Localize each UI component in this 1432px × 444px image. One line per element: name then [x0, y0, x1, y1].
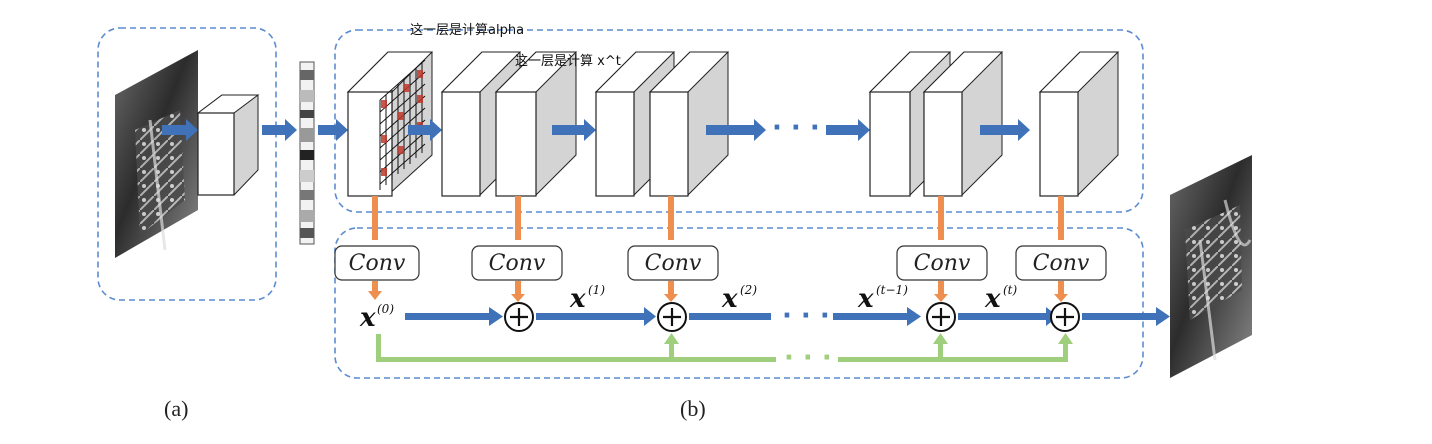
arrow-grid-to-layer1: [408, 119, 442, 141]
ellipsis-skip: · · ·: [784, 343, 832, 373]
orange-arrows-to-conv: [372, 196, 1064, 240]
input-image: [115, 50, 198, 258]
orange-arrows-from-conv: [368, 281, 1068, 302]
arrow-layer2-out: [706, 119, 766, 141]
region-a-box: [97, 27, 277, 301]
feature-extractor-cube: [196, 94, 260, 196]
arrow-input-to-cube: [162, 119, 198, 141]
plus-icon-4: [1050, 302, 1080, 332]
conv-box-1: Conv: [334, 245, 420, 281]
x-label-t: x: [984, 284, 1001, 314]
plus-icon-2: [657, 302, 687, 332]
final-block: [1038, 51, 1120, 197]
conv-box-2: Conv: [471, 245, 563, 281]
ellipsis-flow: · · ·: [782, 301, 830, 331]
x-label-2: x: [721, 284, 738, 314]
layer-pair-2: [594, 51, 730, 197]
x-sup-0: (0): [377, 302, 394, 316]
conv-box-3: Conv: [627, 245, 719, 281]
x-label-t-1: x: [857, 284, 874, 314]
layer-pair-1: [440, 51, 578, 197]
conv-box-4: Conv: [896, 245, 988, 281]
plus-icon-3: [926, 302, 956, 332]
feature-vector: [299, 61, 315, 245]
layer-pair-t: [868, 51, 1004, 197]
conv-label-2: Conv: [489, 251, 546, 276]
arrow-into-layer-t: [826, 119, 870, 141]
grid-block: [346, 51, 434, 197]
alpha-note: 这一层是计算alpha: [410, 22, 524, 38]
conv-label-3: Conv: [645, 251, 702, 276]
x-sup-t-1: (t−1): [876, 283, 908, 297]
region-b-top-box: [334, 29, 1144, 213]
xt-note: 这一层是计算 x^t: [515, 53, 621, 69]
caption-a: (a): [164, 396, 188, 421]
arrow-layer1-to-layer2: [552, 119, 596, 141]
conv-label-4: Conv: [914, 251, 971, 276]
conv-box-5: Conv: [1015, 245, 1107, 281]
caption-b: (b): [680, 396, 706, 421]
x-label-1: x: [569, 284, 586, 314]
green-skip-connections: [376, 333, 1073, 362]
plus-icon-1: [504, 302, 534, 332]
arrow-cube-to-vector: [262, 119, 297, 141]
x-sup-1: (1): [588, 283, 605, 297]
x-sup-t: (t): [1003, 283, 1018, 297]
ellipsis-top: · · ·: [772, 113, 820, 143]
output-image: [1170, 155, 1252, 378]
arrow-layer-t-to-final: [980, 119, 1030, 141]
x-sup-2: (2): [740, 283, 757, 297]
conv-label-1: Conv: [349, 251, 406, 276]
arrow-vector-to-grid: [318, 119, 348, 141]
region-b-bottom-box: [334, 227, 1144, 379]
x-label-0: x: [359, 303, 376, 333]
conv-label-5: Conv: [1033, 251, 1090, 276]
